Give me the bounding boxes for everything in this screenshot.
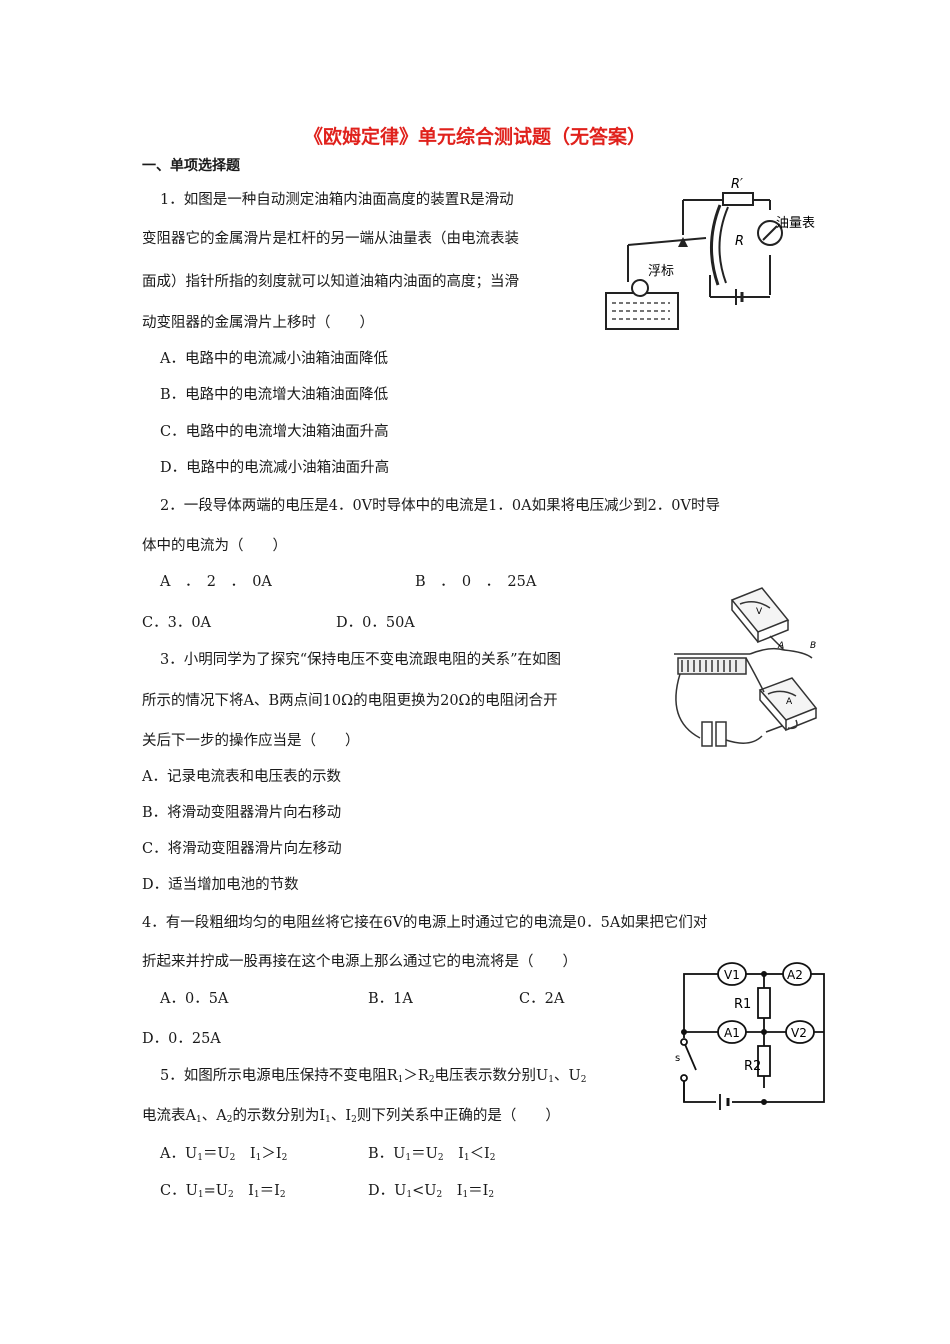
label-oil-meter: 油量表 bbox=[776, 216, 815, 231]
label-r2: R2 bbox=[744, 1059, 761, 1074]
label-r: R bbox=[735, 234, 744, 249]
q2-option-b: B ． 0 ． 25A bbox=[415, 574, 537, 590]
q3-line-3: 关后下一步的操作应当是（ ） bbox=[142, 733, 360, 749]
q3-line-1: 3．小明同学为了探究“保持电压不变电流跟电阻的关系”在如图 bbox=[160, 652, 562, 668]
q1-option-c: C．电路中的电流增大油箱油面升高 bbox=[160, 424, 389, 440]
q2-option-c: C．3．0A bbox=[142, 615, 212, 631]
q1-option-b: B．电路中的电流增大油箱油面降低 bbox=[160, 387, 389, 403]
q5-option-b: B．U1＝U2 I1＜I2 bbox=[368, 1146, 496, 1163]
q1-line-4: 动变阻器的金属滑片上移时（ ） bbox=[142, 315, 374, 331]
label-ammeter: A bbox=[786, 697, 793, 707]
q5-option-d: D．U1<U2 I1＝I2 bbox=[368, 1183, 495, 1200]
q4-option-c: C．2A bbox=[519, 991, 565, 1007]
oil-gauge-diagram: R′ R 油量表 浮标 bbox=[605, 177, 815, 330]
q5-option-a: A．U1＝U2 I1＞I2 bbox=[160, 1146, 288, 1163]
q1-line-1: 1．如图是一种自动测定油箱内油面高度的装置R是滑动 bbox=[160, 192, 514, 208]
label-a2: A2 bbox=[787, 968, 803, 982]
label-switch: s bbox=[675, 1053, 680, 1064]
q3-option-d: D．适当增加电池的节数 bbox=[142, 877, 299, 893]
q1-line-3: 面成）指针所指的刻度就可以知道油箱内油面的高度；当滑 bbox=[142, 274, 519, 290]
label-r1: R1 bbox=[734, 997, 751, 1012]
q2-line-1: 2．一段导体两端的电压是4．0V时导体中的电流是1．0A如果将电压减少到2．0V… bbox=[160, 498, 720, 514]
q4-line-1: 4．有一段粗细均匀的电阻丝将它接在6V的电源上时通过它的电流是0．5A如果把它们… bbox=[142, 915, 708, 931]
q1-option-a: A．电路中的电流减小油箱油面降低 bbox=[160, 351, 388, 367]
label-v2: V2 bbox=[791, 1026, 807, 1040]
q5-line-2: 电流表A1、A2的示数分别为I1、I2则下列关系中正确的是（ ） bbox=[142, 1108, 560, 1125]
q4-line-2: 折起来并拧成一股再接在这个电源上那么通过它的电流将是（ ） bbox=[142, 954, 577, 970]
q4-option-a: A．0．5A bbox=[160, 991, 229, 1007]
label-voltmeter: V bbox=[756, 607, 763, 617]
q3-option-c: C．将滑动变阻器滑片向左移动 bbox=[142, 841, 342, 857]
label-point-a: A bbox=[777, 641, 784, 651]
q3-option-b: B．将滑动变阻器滑片向右移动 bbox=[142, 805, 342, 821]
page-title: 《欧姆定律》单元综合测试题（无答案） bbox=[303, 126, 646, 148]
label-a1: A1 bbox=[724, 1026, 740, 1040]
q5-line-1: 5．如图所示电源电压保持不变电阻R1＞R2电压表示数分别U1、U2 bbox=[160, 1068, 587, 1085]
q2-option-a: A ． 2 ． 0A bbox=[160, 574, 272, 590]
q1-option-d: D．电路中的电流减小油箱油面升高 bbox=[160, 460, 390, 476]
label-r-prime: R′ bbox=[731, 177, 743, 192]
section-heading: 一、单项选择题 bbox=[142, 158, 240, 174]
q4-option-b: B．1A bbox=[368, 991, 413, 1007]
q3-option-a: A．记录电流表和电压表的示数 bbox=[142, 769, 341, 785]
q3-line-2: 所示的情况下将A、B两点间10Ω的电阻更换为20Ω的电阻闭合开 bbox=[142, 693, 558, 709]
label-float: 浮标 bbox=[648, 264, 674, 279]
q2-line-2: 体中的电流为（ ） bbox=[142, 538, 287, 554]
q1-line-2: 变阻器它的金属滑片是杠杆的另一端从油量表（由电流表装 bbox=[142, 231, 519, 247]
label-v1: V1 bbox=[724, 968, 740, 982]
q5-option-c: C．U1=U2 I1＝I2 bbox=[160, 1183, 286, 1200]
q2-option-d: D．0．50A bbox=[336, 615, 415, 631]
q4-option-d: D．0．25A bbox=[142, 1031, 221, 1047]
experiment-apparatus-diagram: V A B A bbox=[674, 587, 818, 747]
circuit-diagram: V1 A2 R1 A1 V2 s R2 bbox=[675, 962, 825, 1110]
label-point-b: B bbox=[810, 641, 816, 651]
